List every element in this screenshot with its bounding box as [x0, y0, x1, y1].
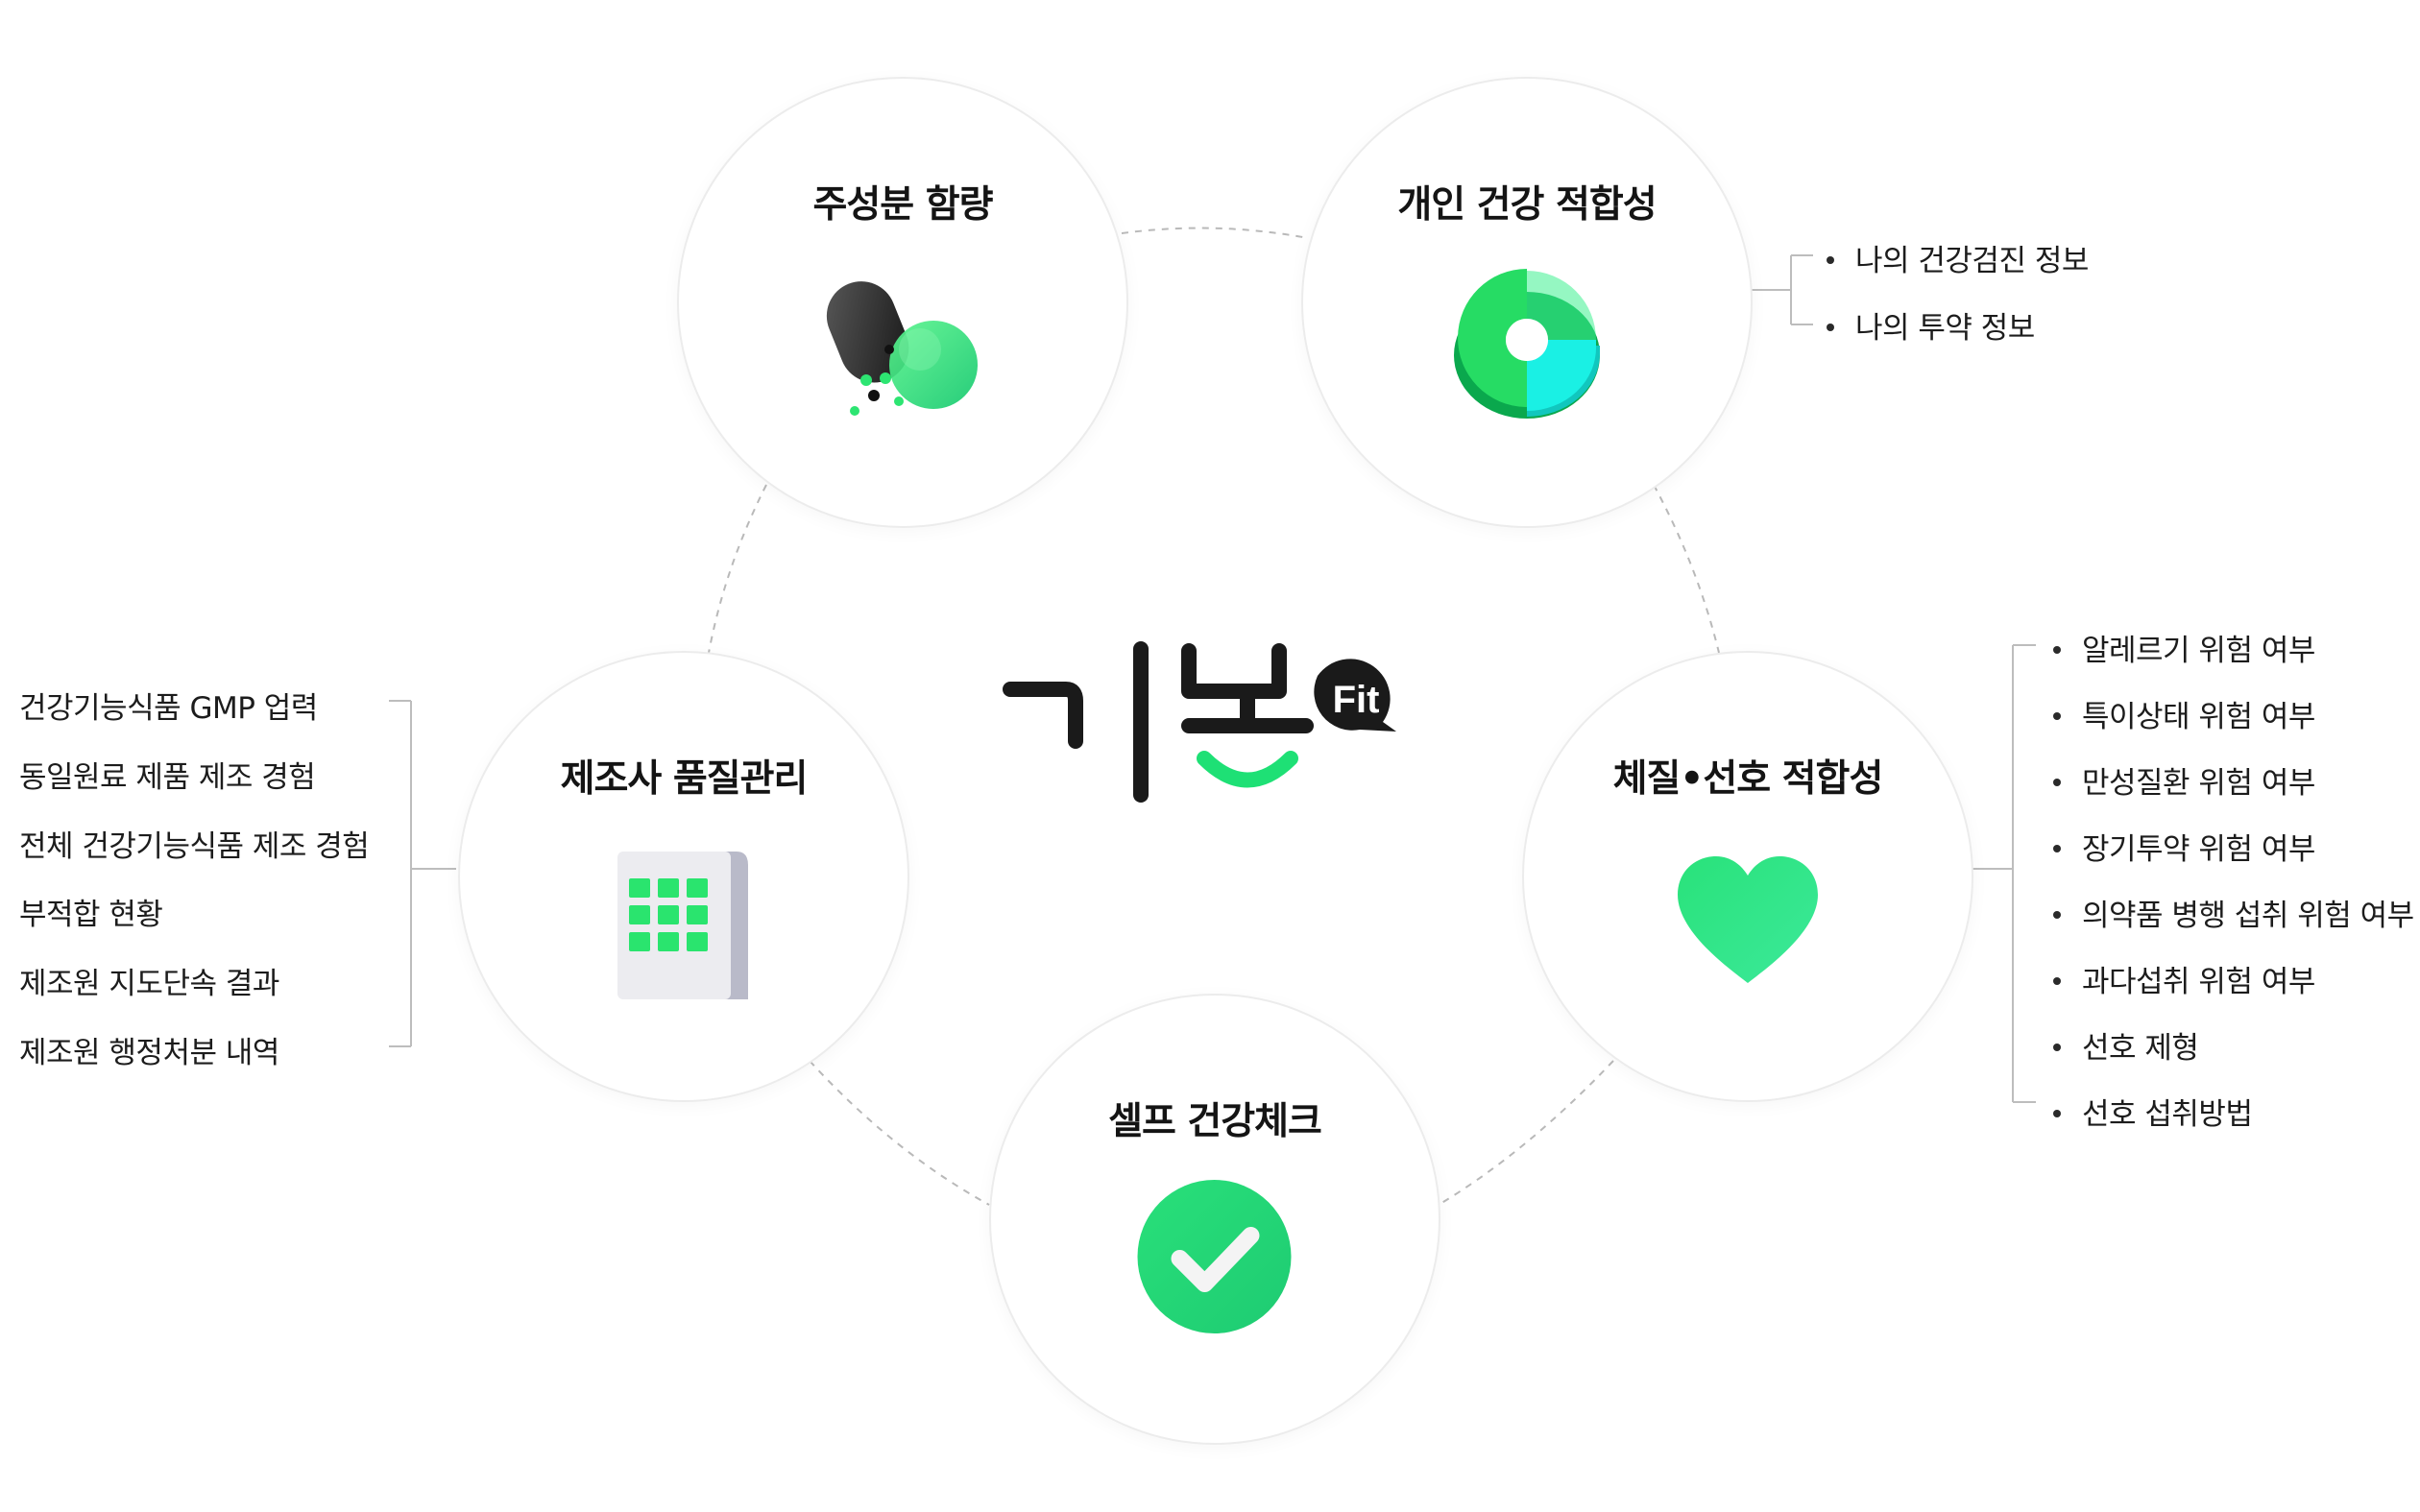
- bullet-icon: [2053, 844, 2061, 852]
- bullet-icon: [2053, 645, 2061, 654]
- list-item: 만성질환 위험 여부: [2053, 758, 2315, 802]
- building-icon: [612, 850, 756, 1007]
- list-item: 제조원 지도단속 결과: [19, 967, 279, 1001]
- list-item: 특이상태 위험 여부: [2053, 692, 2315, 735]
- heart-icon: [1676, 854, 1820, 993]
- logo-badge-text: Fit: [1333, 679, 1380, 721]
- list-item: 과다섭취 위험 여부: [2053, 957, 2315, 1000]
- node-personal-title: 개인 건강 적합성: [1397, 183, 1657, 227]
- node-constitution-title: 체질•선호 적합성: [1612, 757, 1884, 801]
- list-item: 건강기능식품 GMP 업력: [19, 691, 318, 726]
- node-selfcheck-title: 셀프 건강체크: [1108, 1100, 1322, 1143]
- bullet-icon: [2053, 1043, 2061, 1051]
- list-item: 나의 투약 정보: [1827, 303, 2035, 347]
- list-item: 선호 섭취방법: [2053, 1090, 2253, 1133]
- bullet-icon: [2053, 976, 2061, 985]
- bullet-icon: [2053, 778, 2061, 786]
- node-personal-fit: 개인 건강 적합성: [1301, 77, 1753, 528]
- bullet-icon: [1827, 255, 1834, 264]
- list-item: 동일원료 제품 제조 경험: [19, 760, 316, 795]
- pie-donut-icon: [1450, 261, 1604, 428]
- node-manufacturer-quality: 제조사 품질관리: [458, 651, 909, 1102]
- list-item: 의약품 병행 섭취 위험 여부: [2053, 891, 2414, 934]
- list-item: 장기투약 위험 여부: [2053, 825, 2315, 868]
- list-item: 제조원 행정처분 내역: [19, 1036, 279, 1070]
- capsule-icon: [816, 261, 989, 433]
- list-item: 전체 건강기능식품 제조 경험: [19, 829, 370, 864]
- bullet-icon: [2053, 910, 2061, 919]
- list-item: 알레르기 위험 여부: [2053, 626, 2315, 669]
- list-item: 선호 제형: [2053, 1023, 2199, 1067]
- kibun-fit-logo: Fit: [999, 634, 1421, 810]
- check-icon: [1136, 1178, 1295, 1340]
- node-constitution-fit: 체질•선호 적합성: [1522, 651, 1973, 1102]
- bullet-icon: [1827, 323, 1834, 331]
- list-item: 부적합 현황: [19, 898, 163, 932]
- node-self-check: 셀프 건강체크: [989, 994, 1440, 1445]
- node-ingredient-title: 주성분 함량: [812, 183, 994, 227]
- node-manufacturer-title: 제조사 품질관리: [560, 757, 809, 801]
- bullet-icon: [2053, 1109, 2061, 1117]
- bullet-icon: [2053, 711, 2061, 720]
- node-ingredient: 주성분 함량: [677, 77, 1128, 528]
- list-item: 나의 건강검진 정보: [1827, 236, 2089, 279]
